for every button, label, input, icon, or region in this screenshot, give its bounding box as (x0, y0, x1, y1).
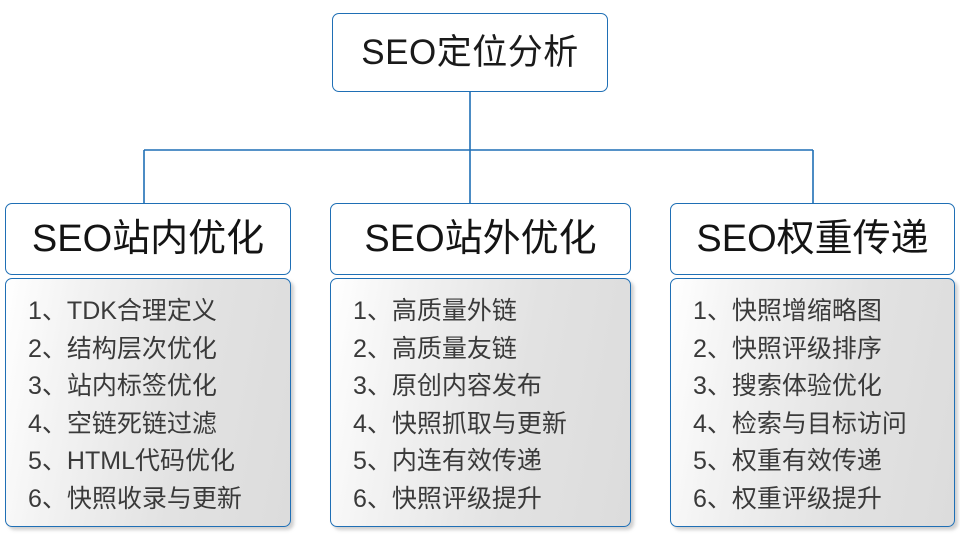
root-node-label: SEO定位分析 (361, 33, 579, 72)
list-item-text: TDK合理定义 (66, 297, 217, 325)
list-item-separator: 、 (41, 409, 67, 438)
list-item: 5 、 权重有效传递 (693, 443, 882, 481)
list-item-text: 高质量友链 (391, 334, 517, 363)
list-item-number: 6 (693, 484, 707, 513)
list-item-text: 空链死链过滤 (66, 409, 217, 438)
column-header-3[interactable]: SEO权重传递 (670, 203, 955, 275)
list-item-number: 4 (693, 409, 707, 438)
list-item: 6 、 权重评级提升 (693, 481, 882, 519)
list-item-text: 快照收录与更新 (66, 484, 242, 513)
list-item-number: 3 (693, 372, 707, 400)
list-item-separator: 、 (366, 297, 392, 325)
list-item-number: 1 (693, 297, 707, 325)
list-item: 4 、 空链死链过滤 (28, 406, 217, 444)
list-item-text: 权重有效传递 (731, 447, 882, 475)
list-item-separator: 、 (366, 447, 392, 475)
list-item-separator: 、 (41, 372, 67, 400)
root-node[interactable]: SEO定位分析 (332, 13, 608, 92)
list-item-number: 6 (353, 484, 367, 513)
list-item-separator: 、 (366, 409, 392, 438)
list-item-text: 结构层次优化 (66, 334, 217, 363)
list-item-separator: 、 (706, 372, 732, 400)
column-header-1[interactable]: SEO站内优化 (5, 203, 291, 275)
list-item-number: 1 (353, 297, 367, 325)
list-item-separator: 、 (366, 334, 392, 363)
column-body-2: 1 、 高质量外链 2 、 高质量友链 3 、 原创内容发布 4 、 快照抓取与… (330, 278, 631, 527)
list-item-text: 权重评级提升 (731, 484, 882, 513)
list-item-separator: 、 (706, 297, 732, 325)
column-body-1: 1 、 TDK合理定义 2 、 结构层次优化 3 、 站内标签优化 4 、 空链… (5, 278, 291, 527)
list-item-separator: 、 (706, 484, 732, 513)
list-item-separator: 、 (366, 484, 392, 513)
list-item-number: 3 (353, 372, 367, 400)
column-header-label-1: SEO站内优化 (31, 218, 265, 260)
list-item-number: 2 (28, 334, 42, 363)
list-item-number: 5 (28, 447, 42, 475)
column-body-3: 1 、 快照增缩略图 2 、 快照评级排序 3 、 搜索体验优化 4 、 检索与… (670, 278, 955, 527)
list-item-separator: 、 (706, 409, 732, 438)
list-item-separator: 、 (366, 372, 392, 400)
column-header-label-3: SEO权重传递 (696, 218, 929, 260)
list-item-number: 3 (28, 372, 42, 400)
column-seo-weight-transfer: SEO权重传递 1 、 快照增缩略图 2 、 快照评级排序 3 、 搜索体验优化… (670, 203, 955, 527)
list-item: 4 、 检索与目标访问 (693, 406, 907, 444)
list-item-text: 快照抓取与更新 (391, 409, 567, 438)
column-header-label-2: SEO站外优化 (364, 218, 597, 260)
list-item-number: 2 (353, 334, 367, 363)
list-item-number: 4 (353, 409, 367, 438)
list-item: 3 、 原创内容发布 (353, 368, 542, 406)
column-header-2[interactable]: SEO站外优化 (330, 203, 631, 275)
list-item: 5 、 HTML代码优化 (28, 443, 235, 481)
list-item: 3 、 搜索体验优化 (693, 368, 882, 406)
column-seo-onsite: SEO站内优化 1 、 TDK合理定义 2 、 结构层次优化 3 、 站内标签优… (5, 203, 291, 527)
list-item-text: 原创内容发布 (391, 372, 542, 400)
list-item: 6 、 快照评级提升 (353, 481, 542, 519)
list-item: 2 、 快照评级排序 (693, 331, 882, 369)
list-item: 4 、 快照抓取与更新 (353, 406, 567, 444)
list-item: 1 、 快照增缩略图 (693, 293, 882, 331)
list-item-number: 2 (693, 334, 707, 363)
list-item-number: 1 (28, 297, 42, 325)
list-item: 5 、 内连有效传递 (353, 443, 542, 481)
list-item-text: 站内标签优化 (66, 372, 217, 400)
list-item-number: 5 (353, 447, 367, 475)
list-item-separator: 、 (41, 447, 67, 475)
list-item-separator: 、 (41, 334, 67, 363)
list-item: 1 、 TDK合理定义 (28, 293, 217, 331)
list-item-separator: 、 (706, 334, 732, 363)
column-seo-offsite: SEO站外优化 1 、 高质量外链 2 、 高质量友链 3 、 原创内容发布 4… (330, 203, 631, 527)
list-item-number: 6 (28, 484, 42, 513)
list-item-text: 快照评级排序 (731, 334, 882, 363)
list-item-number: 4 (28, 409, 42, 438)
list-item-text: 内连有效传递 (391, 447, 542, 475)
list-item-separator: 、 (41, 484, 67, 513)
list-item-text: 检索与目标访问 (731, 409, 907, 438)
list-item-separator: 、 (41, 297, 67, 325)
list-item: 1 、 高质量外链 (353, 293, 517, 331)
list-item: 2 、 结构层次优化 (28, 331, 217, 369)
list-item-text: 快照评级提升 (391, 484, 542, 513)
list-item-number: 5 (693, 447, 707, 475)
list-item-text: HTML代码优化 (66, 447, 235, 475)
list-item-separator: 、 (706, 447, 732, 475)
list-item: 3 、 站内标签优化 (28, 368, 217, 406)
list-item-text: 搜索体验优化 (731, 372, 882, 400)
list-item-text: 快照增缩略图 (731, 297, 882, 325)
list-item: 6 、 快照收录与更新 (28, 481, 242, 519)
list-item: 2 、 高质量友链 (353, 331, 517, 369)
list-item-text: 高质量外链 (391, 297, 517, 325)
